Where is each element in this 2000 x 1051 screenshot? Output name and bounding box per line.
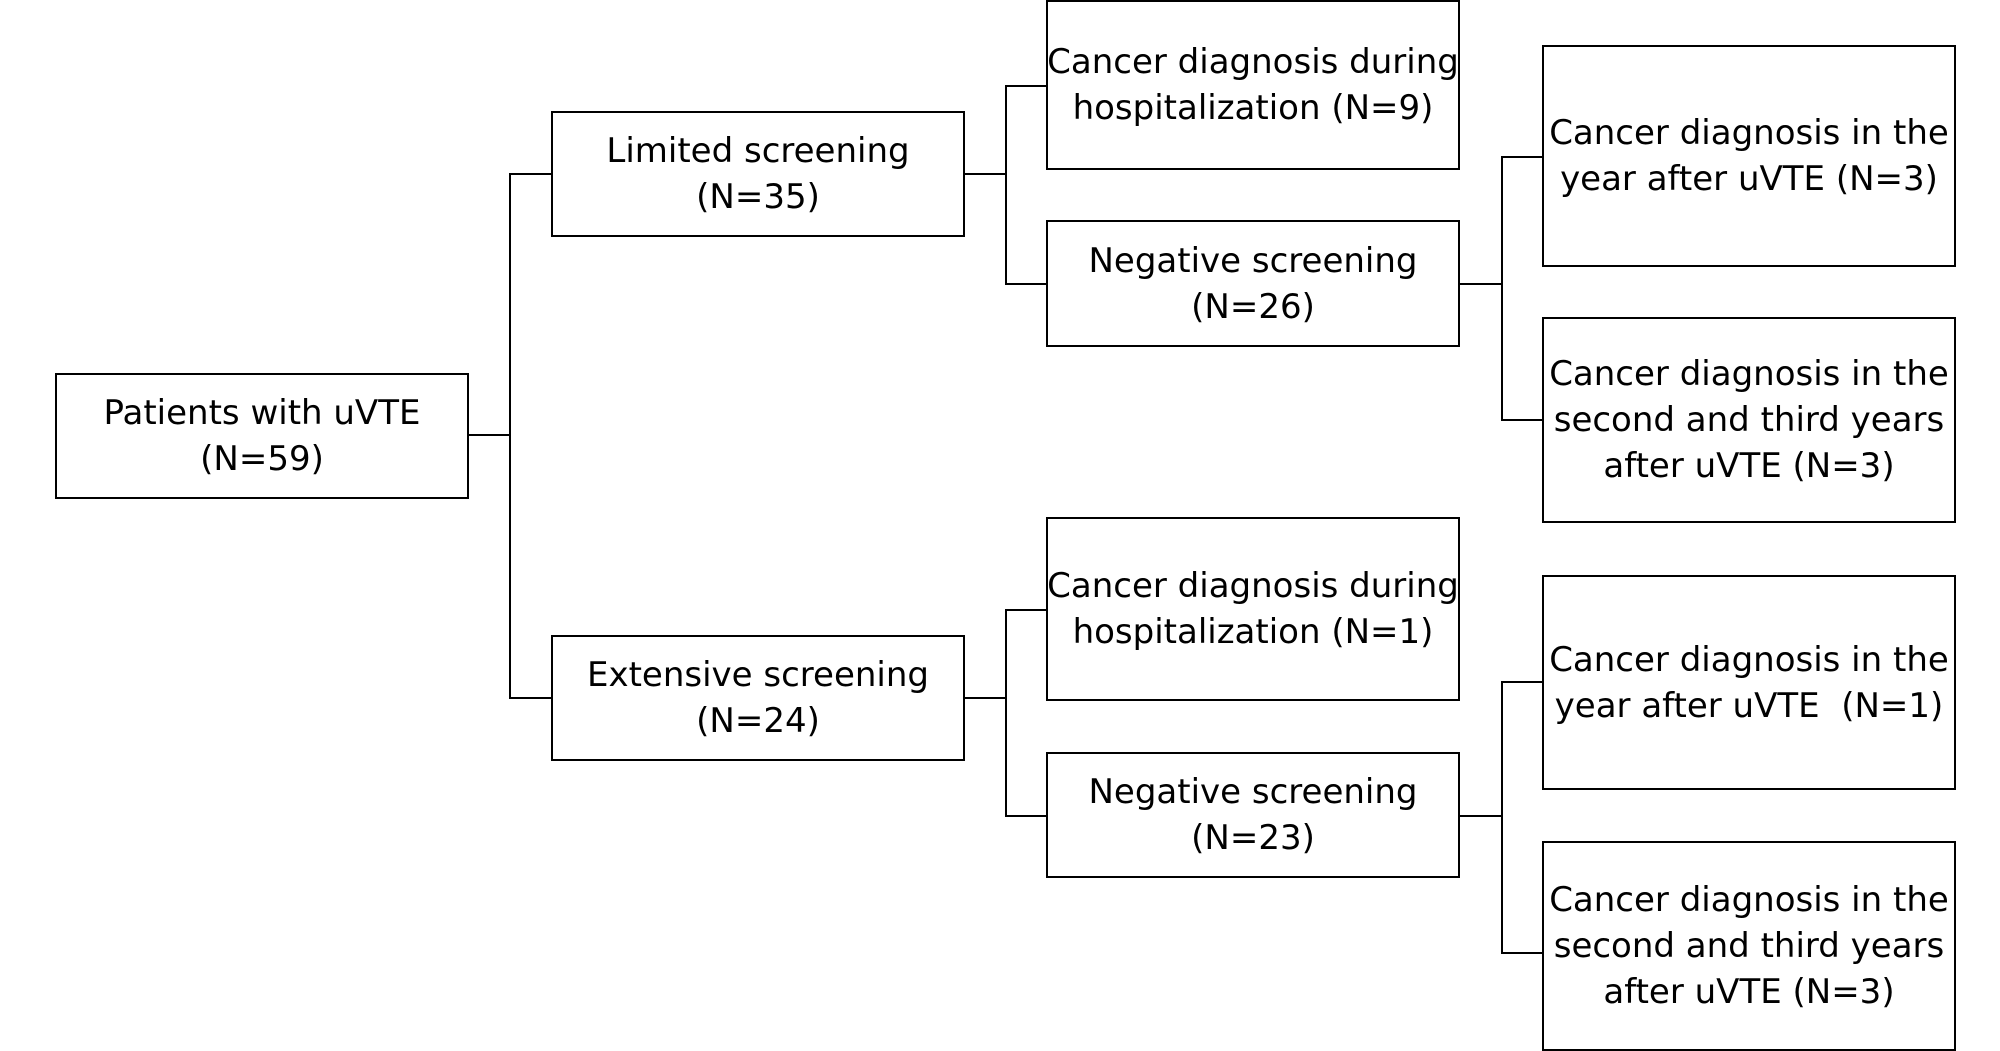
limited-hospitalization-line-2: hospitalization (N=9) xyxy=(1072,88,1434,128)
connector xyxy=(1460,283,1502,285)
extensive-second-third-line-2: second and third years xyxy=(1553,926,1945,966)
limited-negative-line-2: (N=26) xyxy=(1191,286,1315,327)
connector xyxy=(1005,609,1047,611)
connector xyxy=(1501,681,1543,683)
extensive-hospitalization-box: Cancer diagnosis during hospitalization … xyxy=(1046,517,1460,701)
connector xyxy=(964,173,1006,175)
connector xyxy=(1501,156,1543,158)
limited-second-third-box: Cancer diagnosis in the second and third… xyxy=(1542,317,1956,523)
connector xyxy=(1501,681,1503,953)
limited-year-after-line-2: year after uVTE (N=3) xyxy=(1560,159,1938,199)
limited-negative-line-1: Negative screening xyxy=(1088,240,1418,281)
connector xyxy=(1005,85,1007,284)
extensive-year-after-box: Cancer diagnosis in the year after uVTE … xyxy=(1542,575,1956,790)
extensive-hospitalization-line-2: hospitalization (N=1) xyxy=(1072,612,1434,652)
extensive-screening-box: Extensive screening (N=24) xyxy=(551,635,965,761)
connector xyxy=(509,173,511,698)
connector xyxy=(509,697,552,699)
connector xyxy=(1501,156,1503,420)
limited-screening-box: Limited screening (N=35) xyxy=(551,111,965,237)
limited-second-third-line-1: Cancer diagnosis in the xyxy=(1549,354,1949,394)
limited-year-after-box: Cancer diagnosis in the year after uVTE … xyxy=(1542,45,1956,267)
extensive-second-third-line-3: after uVTE (N=3) xyxy=(1603,972,1895,1012)
extensive-negative-line-1: Negative screening xyxy=(1088,772,1418,812)
extensive-hospitalization-line-1: Cancer diagnosis during xyxy=(1047,566,1459,606)
limited-hospitalization-line-1: Cancer diagnosis during xyxy=(1047,42,1459,82)
extensive-second-third-line-1: Cancer diagnosis in the xyxy=(1549,880,1949,920)
connector xyxy=(1460,815,1502,817)
extensive-year-after-line-1: Cancer diagnosis in the xyxy=(1549,639,1949,680)
connector xyxy=(1501,419,1543,421)
connector xyxy=(1005,815,1047,817)
extensive-negative-box: Negative screening (N=23) xyxy=(1046,752,1460,878)
connector xyxy=(964,697,1006,699)
limited-screening-line-1: Limited screening xyxy=(606,131,910,171)
root-box: Patients with uVTE (N=59) xyxy=(55,373,469,499)
connector xyxy=(1005,85,1047,87)
extensive-year-after-line-2: year after uVTE (N=1) xyxy=(1554,685,1944,726)
connector xyxy=(1005,283,1047,285)
limited-year-after-line-1: Cancer diagnosis in the xyxy=(1549,113,1949,153)
root-line-2: (N=59) xyxy=(200,439,324,479)
limited-second-third-line-2: second and third years xyxy=(1553,400,1945,440)
extensive-screening-line-2: (N=24) xyxy=(696,701,820,741)
connector xyxy=(509,173,552,175)
limited-screening-line-2: (N=35) xyxy=(696,177,820,217)
limited-hospitalization-box: Cancer diagnosis during hospitalization … xyxy=(1046,0,1460,170)
extensive-negative-line-2: (N=23) xyxy=(1191,818,1315,858)
limited-second-third-line-3: after uVTE (N=3) xyxy=(1603,446,1895,486)
connector xyxy=(1005,609,1007,816)
extensive-second-third-box: Cancer diagnosis in the second and third… xyxy=(1542,841,1956,1051)
extensive-screening-line-1: Extensive screening xyxy=(586,655,929,695)
connector xyxy=(1501,952,1543,954)
connector xyxy=(468,434,510,436)
limited-negative-box: Negative screening (N=26) xyxy=(1046,220,1460,347)
root-line-1: Patients with uVTE xyxy=(103,393,421,433)
